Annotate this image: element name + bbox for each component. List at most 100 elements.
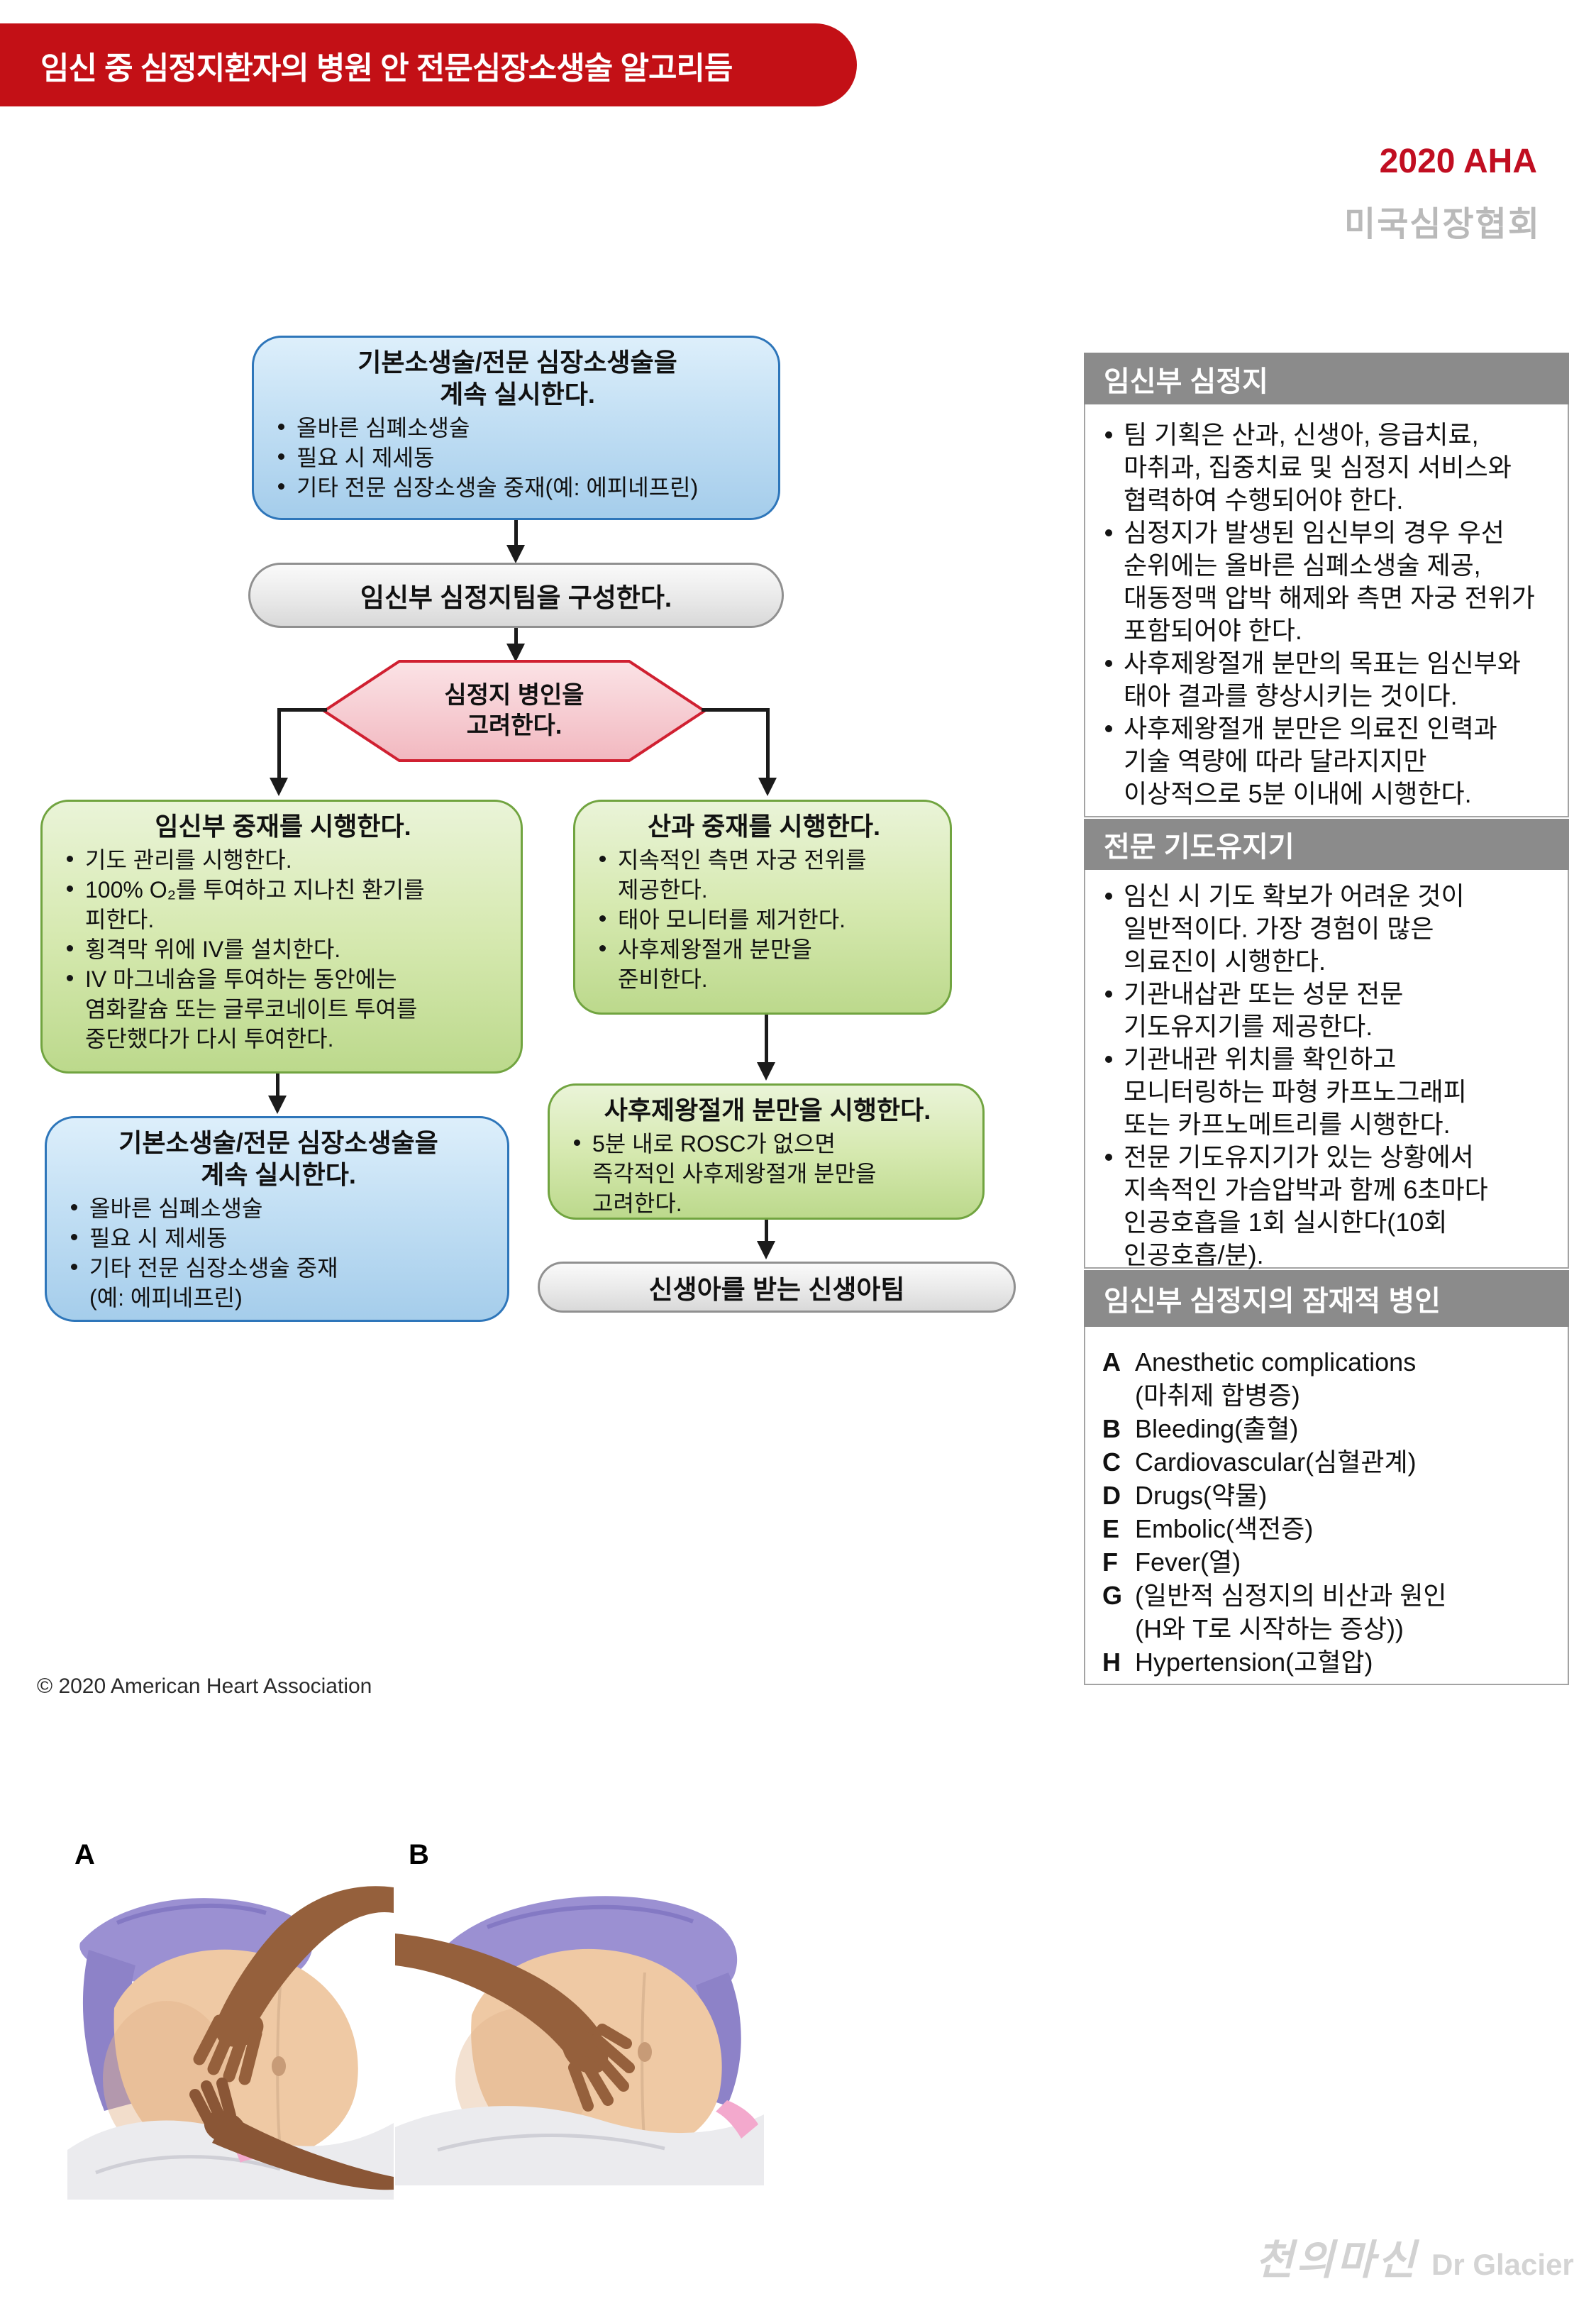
bullet-dot <box>67 945 73 951</box>
bullet-dot <box>67 886 73 892</box>
flow-box-title: 사후제왕절개 분만을 시행한다. <box>604 1096 931 1125</box>
bullet-item: 기타 전문 심장소생술 중재(예: 에피네프린) <box>274 473 761 502</box>
figure-a-illustration <box>67 1886 394 2200</box>
bullet-item: 올바른 심폐소생술 <box>67 1193 490 1223</box>
watermark-korean-signature: 천의마신 <box>1256 2237 1419 2283</box>
sidebar-header-advanced-airway: 전문 기도유지기 <box>1084 819 1569 870</box>
bullet-dot <box>1105 529 1112 536</box>
flow-pill-neonatal-team: 신생아를 받는 신생아팀 <box>538 1262 1016 1313</box>
bullet-dot <box>1105 893 1112 900</box>
flow-arrowhead <box>757 1241 775 1259</box>
bullet-dot <box>1105 1154 1112 1161</box>
flow-arrowhead <box>506 644 525 662</box>
flow-arrowhead <box>758 778 777 796</box>
sidebar-header-label: 전문 기도유지기 <box>1104 832 1295 863</box>
sidebar-bullet: 심정지가 발생된 임신부의 경우 우선 순위에는 올바른 심폐소생술 제공, 대… <box>1102 517 1556 647</box>
flow-box-continue-bls-acls-bottom: 기본소생술/전문 심장소생술을 계속 실시한다. 올바른 심폐소생술 필요 시 … <box>45 1116 509 1322</box>
flow-box-continue-bls-acls-top: 기본소생술/전문 심장소생술을 계속 실시한다. 올바른 심폐소생술 필요 시 … <box>252 336 780 520</box>
flow-arrowhead <box>506 545 525 563</box>
bullet-dot <box>599 856 606 862</box>
flow-branch-line-left <box>277 708 327 712</box>
bullet-dot <box>278 424 284 430</box>
bullet-item: 사후제왕절개 분만을 준비한다. <box>595 934 933 994</box>
bullet-dot <box>278 453 284 460</box>
flow-box-title: 임신부 중재를 시행한다. <box>155 812 411 841</box>
flow-pill-assemble-team: 임신부 심정지팀을 구성한다. <box>248 563 784 628</box>
page-title: 임신 중 심정지환자의 병원 안 전문심장소생술 알고리듬 <box>40 50 733 86</box>
decision-label: 심정지 병인을 고려한다. <box>444 682 584 739</box>
watermark-author-name: Dr Glacier <box>1431 2248 1574 2281</box>
flow-box-maternal-interventions: 임신부 중재를 시행한다. 기도 관리를 시행한다. 100% O₂를 투여하고… <box>40 800 523 1074</box>
aha-year-label: 2020 AHA <box>1379 143 1537 180</box>
figure-a-label: A <box>74 1839 95 1870</box>
flow-box-perimortem-cesarean: 사후제왕절개 분만을 시행한다. 5분 내로 ROSC가 없으면 즉각적인 사후… <box>548 1083 985 1220</box>
bullet-dot <box>278 483 284 490</box>
flow-pill-label: 임신부 심정지팀을 구성한다. <box>360 583 672 612</box>
bullet-item: 지속적인 측면 자궁 전위를 제공한다. <box>595 845 933 905</box>
bullet-item: 기타 전문 심장소생술 중재 (예: 에피네프린) <box>67 1253 490 1313</box>
navel <box>638 2042 652 2062</box>
bullet-dot <box>599 915 606 922</box>
rescuer-arm <box>395 1933 635 2112</box>
copyright-text: © 2020 American Heart Association <box>37 1675 372 1698</box>
bullet-dot <box>71 1264 77 1270</box>
flow-branch-line-right <box>702 708 770 712</box>
bullet-dot <box>71 1204 77 1210</box>
flow-box-title: 기본소생술/전문 심장소생술을 계속 실시한다. <box>358 348 677 409</box>
bullet-item: 5분 내로 ROSC가 없으면 즉각적인 사후제왕절개 분만을 고려한다. <box>570 1129 965 1218</box>
flow-pill-label: 신생아를 받는 신생아팀 <box>648 1275 905 1304</box>
flow-arrow-line <box>276 1074 279 1097</box>
flow-arrow-line <box>766 708 770 779</box>
sidebar-section-advanced-airway: 임신 시 기도 확보가 어려운 것이 일반적이다. 가장 경험이 많은 의료진이… <box>1084 870 1569 1269</box>
upper-hand-fingers <box>193 2014 262 2085</box>
bullet-dot <box>67 975 73 981</box>
sidebar-bullet: 사후제왕절개 분만은 의료진 인력과 기술 역량에 따라 달라지지만 이상적으로… <box>1102 712 1556 810</box>
sidebar-bullet: 기관내삽관 또는 성문 전문 기도유지기를 제공한다. <box>1102 978 1556 1043</box>
title-banner: 임신 중 심정지환자의 병원 안 전문심장소생술 알고리듬 <box>0 23 857 106</box>
flow-arrow-line <box>765 1220 768 1243</box>
flow-box-title: 기본소생술/전문 심장소생술을 계속 실시한다. <box>118 1128 438 1189</box>
figure-b-label: B <box>409 1839 429 1870</box>
bullet-item: IV 마그네슘을 투여하는 동안에는 염화칼슘 또는 글루코네이트 투여를 중단… <box>62 964 504 1054</box>
sidebar-bullet: 전문 기도유지기가 있는 상황에서 지속적인 가슴압박과 함께 6초마다 인공호… <box>1102 1141 1556 1271</box>
bullet-dot <box>574 1140 580 1146</box>
bullet-item: 필요 시 제세동 <box>274 443 761 473</box>
flow-arrow-line <box>514 628 518 645</box>
flow-arrow-line <box>514 520 518 546</box>
bullet-item: 필요 시 제세동 <box>67 1223 490 1253</box>
flow-box-obstetric-interventions: 산과 중재를 시행한다. 지속적인 측면 자궁 전위를 제공한다. 태아 모니터… <box>573 800 952 1015</box>
bullet-dot <box>1105 1056 1112 1063</box>
sidebar-bullet: 팀 기획은 산과, 신생아, 응급치료, 마취과, 집중치료 및 심정지 서비스… <box>1102 419 1556 517</box>
flow-arrowhead <box>757 1062 775 1081</box>
sidebar-bullet: 사후제왕절개 분만의 목표는 임신부와 태아 결과를 향상시키는 것이다. <box>1102 647 1556 712</box>
bullet-dot <box>1105 991 1112 998</box>
flow-box-title: 산과 중재를 시행한다. <box>647 812 881 841</box>
bullet-dot <box>1105 660 1112 667</box>
aha-korean-label: 미국심장협회 <box>1344 206 1541 243</box>
figure-b-illustration <box>395 1896 764 2185</box>
bullet-item: 올바른 심폐소생술 <box>274 413 761 443</box>
rescuer-upper-arm <box>193 1886 394 2085</box>
sidebar-bullet: 기관내관 위치를 확인하고 모니터링하는 파형 카프노그래피 또는 카프노메트리… <box>1102 1043 1556 1141</box>
sidebar-header-potential-etiologies: 임신부 심정지의 잠재적 병인 <box>1084 1270 1569 1327</box>
sidebar-section-maternal-arrest: 팀 기획은 산과, 신생아, 응급치료, 마취과, 집중치료 및 심정지 서비스… <box>1084 404 1569 817</box>
sidebar-header-label: 임신부 심정지 <box>1104 365 1268 397</box>
lower-hand-fingers <box>189 2078 236 2127</box>
pink-garment <box>716 2100 758 2139</box>
bullet-dot <box>71 1234 77 1240</box>
flow-arrow-line <box>765 1015 768 1063</box>
bullet-dot <box>1105 725 1112 732</box>
sidebar-header-maternal-arrest: 임신부 심정지 <box>1084 353 1569 404</box>
bullet-item: 100% O₂를 투여하고 지나친 환기를 피한다. <box>62 875 504 934</box>
bullet-item: 기도 관리를 시행한다. <box>62 845 504 875</box>
bed-sheet <box>395 2100 764 2185</box>
